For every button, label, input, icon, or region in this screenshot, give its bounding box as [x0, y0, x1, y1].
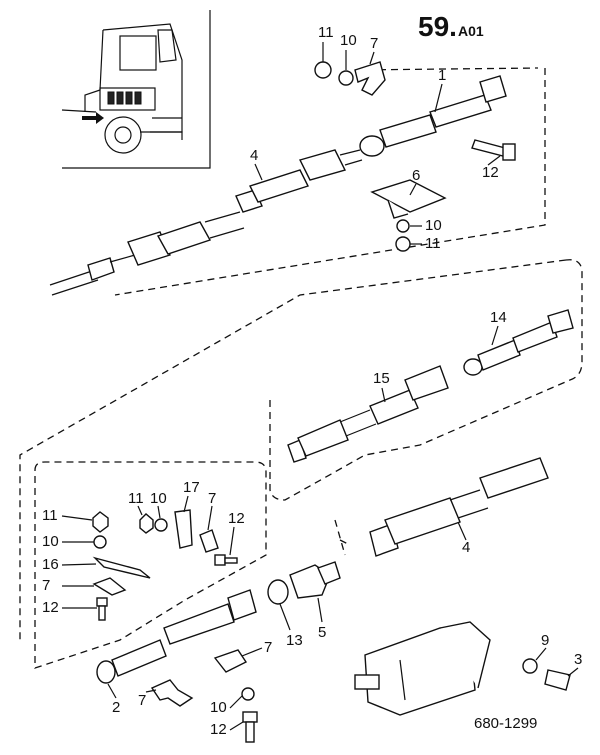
callout-5: 5: [318, 624, 326, 641]
callout-4: 4: [462, 539, 470, 556]
guide-section-2: [269, 259, 583, 501]
hose-15: [287, 365, 449, 463]
callout-7: 7: [208, 490, 216, 507]
drawing-number: 680-1299: [474, 715, 537, 732]
plate-16-kit: [92, 556, 151, 579]
pipe-2: [96, 589, 257, 684]
callout-7: 7: [42, 577, 50, 594]
callout-10: 10: [425, 217, 442, 234]
washer-10-kit-b: [154, 518, 168, 532]
callout-12: 12: [228, 510, 245, 527]
callout-11: 11: [128, 490, 144, 507]
washer-10-upper: [338, 70, 354, 86]
pipe-14: [463, 309, 574, 376]
callout-15: 15: [373, 370, 390, 387]
nut-11-upper: [314, 61, 332, 79]
callout-6: 6: [412, 167, 420, 184]
callout-10: 10: [150, 490, 167, 507]
callout-2: 2: [112, 699, 120, 716]
pipe-1: [359, 75, 507, 157]
callout-13: 13: [286, 632, 303, 649]
callout-11: 11: [318, 24, 334, 41]
nut-11-mid: [395, 236, 411, 252]
callout-10: 10: [42, 533, 59, 550]
bolt-12-lower: [242, 711, 258, 743]
page-number: 59.: [418, 11, 457, 42]
callout-11: 11: [425, 235, 441, 252]
callout-7: 7: [370, 35, 378, 52]
hose-4-upper: [49, 149, 363, 296]
callout-16: 16: [42, 556, 59, 573]
clip-7-lower-mid: [213, 649, 248, 673]
callout-7: 7: [264, 639, 272, 656]
callout-12: 12: [482, 164, 499, 181]
kit-box: [34, 461, 267, 669]
bracket-6: [370, 179, 447, 219]
callout-17: 17: [183, 479, 200, 496]
washer-10-mid: [396, 219, 410, 233]
clip-7-upper: [354, 61, 386, 96]
callout-10: 10: [210, 699, 227, 716]
nut-11-kit: [92, 511, 109, 533]
callout-12: 12: [210, 721, 227, 738]
washer-10-lower: [241, 687, 255, 701]
bolt-12-kit-b: [214, 554, 238, 566]
leader-lines: [61, 42, 579, 731]
callout-9: 9: [541, 632, 549, 649]
washer-9: [522, 658, 538, 674]
callout-11: 11: [42, 507, 58, 524]
callout-12: 12: [42, 599, 59, 616]
guide-mid: [334, 519, 351, 556]
clip-7-kit-b: [199, 529, 219, 553]
guide-upper: [114, 68, 546, 296]
bracket-17: [174, 509, 193, 549]
clip-7-kit: [92, 577, 127, 596]
guide-left: [19, 259, 567, 640]
callout-1: 1: [438, 67, 446, 84]
washer-10-kit: [93, 535, 107, 549]
callout-10: 10: [340, 32, 357, 49]
callout-3: 3: [574, 651, 582, 668]
bolt-12-upper: [471, 139, 516, 161]
fitting-3: [544, 669, 571, 691]
clip-7-lower-left: [150, 679, 194, 707]
fitting-5: [289, 561, 341, 599]
page-suffix: A01: [458, 23, 484, 39]
callout-4: 4: [250, 147, 258, 164]
callout-7: 7: [138, 692, 146, 709]
truck-location-inset: [61, 10, 211, 169]
cylinder-assembly: [354, 621, 491, 716]
callout-14: 14: [490, 309, 507, 326]
bolt-12-kit: [96, 597, 108, 621]
hose-4-lower: [369, 457, 549, 557]
guide-top: [354, 67, 539, 71]
nut-11-kit-b: [139, 513, 154, 534]
nut-13: [267, 579, 289, 605]
